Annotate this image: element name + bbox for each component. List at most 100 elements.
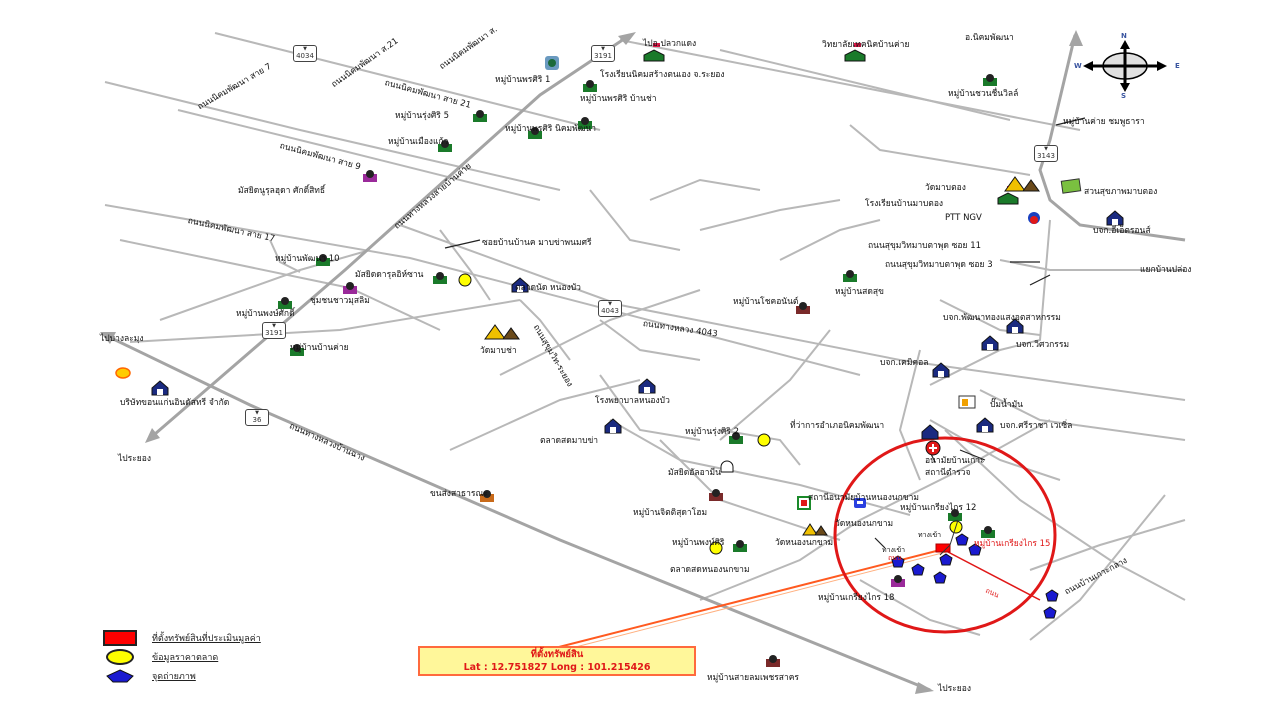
building-icon: [151, 380, 169, 396]
place-label: บจก.ศรีราชา เวเซิ่ล: [1000, 421, 1073, 431]
village-icon: [891, 575, 905, 587]
route-shield: ▼36: [245, 409, 269, 426]
photo-point: [955, 533, 969, 546]
road: [589, 189, 681, 251]
arrow-north: [1069, 30, 1083, 46]
road: [999, 259, 1185, 271]
place-label: ตลาดสดมาบข่า: [540, 436, 599, 446]
place-label: โรงเรียนบ้านมาบตอง: [865, 199, 944, 209]
site-location-marker[interactable]: [935, 543, 951, 553]
building-icon: [981, 335, 999, 351]
place-label: ตลาดนัด หนองบัว: [515, 283, 581, 293]
place-label: หมู่บ้านพงษ์ศักดิ์: [236, 309, 295, 319]
place-label: โรงเรียนนิคมสร้างตนเอง จ.ระยอง: [600, 70, 725, 80]
market-points: [458, 273, 963, 555]
mosque-icon: [720, 460, 734, 473]
yellow-circle-icon: [106, 648, 134, 665]
place-label: โรงพยาบาลหนองบัว: [595, 396, 670, 406]
place-label: หมู่บ้านชวนชื่นวิลล์: [948, 89, 1019, 99]
place-label: มัสยิดนูรุลฮุดา ศักดิ์สิทธิ์: [238, 186, 326, 196]
road: [929, 419, 1061, 481]
place-label: หมู่บ้านรุ่งศิริ 5: [395, 111, 449, 121]
photo-point: [911, 563, 925, 576]
legend-label: จุดถ่ายภาพ: [152, 671, 196, 682]
direction-label: ไประยอง: [938, 684, 972, 694]
place-label: บจก.วิศวกรรม: [1016, 340, 1070, 350]
arrow-north-west: [100, 332, 116, 344]
place-label: หมู่บ้านรุ่งศิริ 2: [685, 427, 739, 437]
red-rectangle-icon: [103, 629, 137, 646]
village-icon: [766, 655, 780, 667]
building-icon: [604, 418, 622, 434]
place-label: อนามัยบ้านเกาะ: [925, 456, 985, 466]
building-icon: [638, 378, 656, 394]
village-icon: [948, 509, 962, 521]
road: [929, 219, 1051, 386]
village-icon: [278, 297, 292, 309]
temple-icon: [802, 523, 828, 536]
place-label: หมู่บ้านเกรียงไกร 12: [900, 503, 977, 513]
route-shield: ▼3191: [591, 45, 615, 62]
compass-n: N: [1121, 32, 1127, 40]
road: [439, 229, 491, 301]
village-icon: [983, 74, 997, 86]
legend-item: ข้อมูลราคาตลาด: [100, 647, 261, 666]
arrow-south-east: [915, 682, 934, 694]
gas-pump-icon: [958, 395, 976, 409]
place-label: PTT NGV: [945, 213, 982, 223]
road: [519, 299, 571, 361]
road: [599, 319, 701, 361]
temple-icon: [1004, 176, 1040, 192]
building-icon: [1006, 318, 1024, 334]
direction-arrows: [100, 30, 1083, 694]
legend-item: ที่ตั้งทรัพย์สินที่ประเมินมูลค่า: [100, 628, 261, 647]
leader-lines: [444, 117, 1086, 549]
direction-label: ไปอ.ปลวกแดง: [643, 39, 697, 49]
village-icon: [729, 432, 743, 444]
compass-e: E: [1175, 62, 1180, 70]
school-icon: [844, 43, 866, 62]
place-label: บจก.อีเอ็ตรอนส์: [1093, 226, 1151, 236]
direction-label: อ.นิคมพัฒนา: [965, 33, 1014, 43]
place-label: สถานีอนามัยบ้านหนองนกขาม: [808, 493, 919, 503]
road: [849, 124, 1031, 176]
arrow-north-east: [618, 32, 636, 45]
village-icon: [480, 490, 494, 502]
road: [104, 81, 561, 191]
highway-36: [104, 333, 931, 692]
place-label: ปั๊มน้ำมัน: [990, 400, 1023, 410]
place-label: หมู่บ้านพัฒนา 10: [275, 254, 340, 264]
road-label: ถนนสุขุมวิทมาบตาพุด ซอย 3: [885, 260, 993, 270]
road: [979, 389, 1186, 441]
route-shield: ▼3143: [1034, 145, 1058, 162]
place-label: สวนสุขภาพมาบตอง: [1084, 187, 1158, 197]
place-label: หมู่บ้านเกรียงไกร 15: [974, 539, 1051, 549]
place-label: ตลาดสดหนองนกขาม: [670, 565, 750, 575]
road: [1029, 494, 1166, 641]
compass-rose: [1083, 40, 1167, 92]
hospital-icon: [925, 440, 941, 456]
park-icon: [1060, 178, 1082, 194]
temple-icon: [484, 324, 520, 340]
village-icon: [473, 110, 487, 122]
arrow-south-west: [145, 428, 160, 443]
village-icon: [343, 282, 357, 294]
road: [399, 224, 1186, 401]
market-point-4: [458, 273, 472, 287]
place-label: ที่ว่าการอำเภอนิคมพัฒนา: [790, 421, 885, 431]
village-icon: [583, 80, 597, 92]
place-label: หมู่บ้านพรศิริ นิคมพัฒนา: [505, 124, 596, 134]
photo-point: [1043, 606, 1057, 619]
road: [499, 289, 701, 376]
road: [719, 429, 801, 466]
callout-leader: [554, 547, 951, 652]
direction-label: ไปบางละมุง: [100, 334, 144, 344]
place-label: หมู่บ้านสดสุข: [835, 287, 884, 297]
road: [719, 49, 1011, 121]
road: [104, 204, 861, 376]
photo-points[interactable]: [891, 533, 1059, 619]
direction-label: ไประยอง: [118, 454, 152, 464]
highways: [104, 33, 1186, 692]
place-label: หมู่บ้านเกรียงไกร 18: [818, 593, 895, 603]
